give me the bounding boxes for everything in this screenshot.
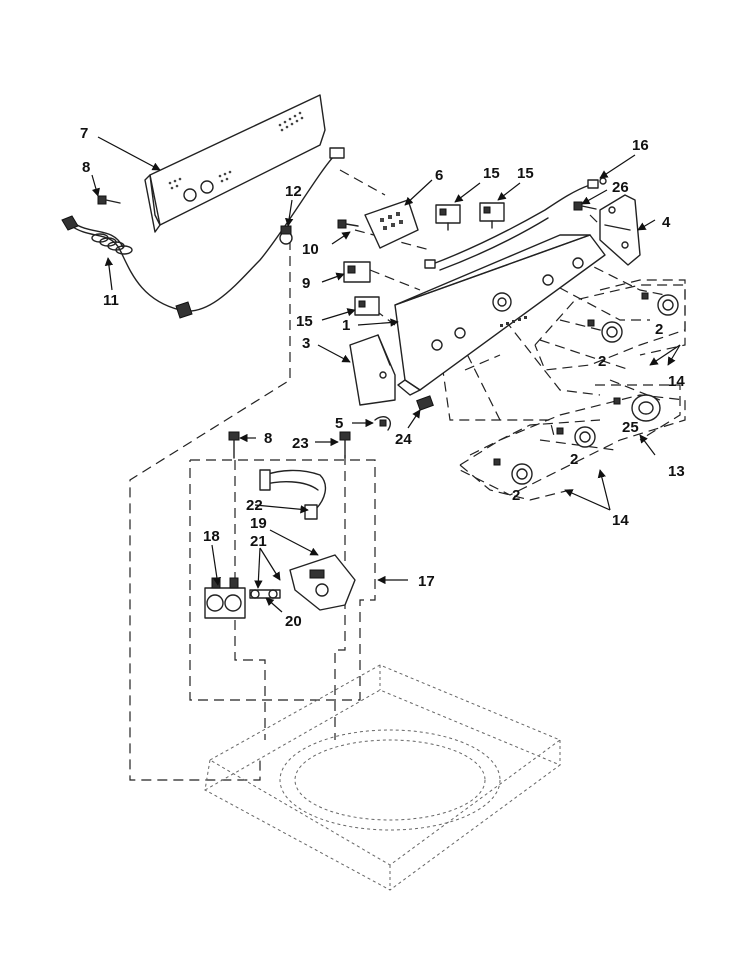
callout-19: 19 — [250, 515, 267, 532]
control-console — [394, 234, 606, 396]
power-cord — [61, 147, 345, 319]
knob-group-lower — [459, 394, 686, 496]
callout-7: 7 — [80, 125, 88, 142]
knob-3 — [613, 394, 661, 422]
screw-valve-left — [228, 431, 240, 459]
callout-2-a: 2 — [655, 321, 663, 338]
callout-11: 11 — [103, 292, 119, 309]
knob-1 — [641, 292, 679, 316]
callout-14-lower: 14 — [612, 512, 629, 529]
callout-12: 12 — [285, 183, 302, 200]
cord-clip — [279, 225, 293, 245]
led-lens-24 — [416, 395, 434, 411]
knob-5 — [493, 458, 533, 485]
callout-14-upper: 14 — [668, 373, 685, 390]
knob-group-upper — [534, 284, 686, 371]
console-end-cap-right — [599, 194, 641, 266]
callout-6: 6 — [435, 167, 443, 184]
switch-top-right — [479, 202, 505, 229]
rear-panel — [144, 94, 326, 233]
callout-9: 9 — [302, 275, 310, 292]
knob-2 — [587, 319, 623, 343]
callout-10: 10 — [302, 241, 319, 258]
washer-top-frame — [203, 664, 562, 891]
water-valve-18 — [204, 577, 246, 619]
screw-rear-panel — [97, 195, 121, 205]
callout-18: 18 — [203, 528, 220, 545]
callout-22: 22 — [246, 497, 263, 514]
callout-13: 13 — [668, 463, 685, 480]
screw-control-board — [337, 219, 359, 229]
callout-15-left: 15 — [483, 165, 500, 182]
callout-8-rear: 8 — [82, 159, 90, 176]
callout-2-d: 2 — [512, 487, 520, 504]
valve-assembly-enclosure — [189, 459, 376, 701]
callout-26: 26 — [612, 179, 629, 196]
callout-16: 16 — [632, 137, 649, 154]
dispenser-19 — [289, 554, 356, 611]
clip-5 — [374, 416, 392, 431]
wire-harness — [424, 177, 607, 271]
callout-5: 5 — [335, 415, 343, 432]
callout-labels: 7 8 11 12 6 15 15 16 26 4 10 9 15 1 3 2 … — [80, 125, 685, 630]
knob-4 — [556, 426, 596, 448]
callout-15-right: 15 — [517, 165, 534, 182]
switch-lower — [354, 296, 380, 316]
switch-top-left — [435, 204, 461, 231]
switch-9 — [343, 261, 371, 283]
callout-17: 17 — [418, 573, 435, 590]
callout-15-lower: 15 — [296, 313, 313, 330]
hose-21 — [249, 589, 281, 599]
callout-2-c: 2 — [570, 451, 578, 468]
screw-valve-right — [339, 431, 351, 459]
callout-4: 4 — [662, 214, 671, 231]
callout-20: 20 — [285, 613, 302, 630]
control-board — [364, 199, 419, 249]
screw-end-cap — [573, 201, 597, 211]
wire-harness-22 — [259, 469, 327, 520]
callout-23: 23 — [292, 435, 309, 452]
console-end-cap-left — [349, 334, 396, 406]
assembly-dashed-lines — [129, 169, 686, 781]
leader-lines — [91, 136, 681, 613]
callout-25: 25 — [622, 419, 639, 436]
callout-2-b: 2 — [598, 353, 606, 370]
callout-21: 21 — [250, 533, 267, 550]
callout-24: 24 — [395, 431, 412, 448]
callout-8-valve: 8 — [264, 430, 272, 447]
callout-3: 3 — [302, 335, 310, 352]
callout-1: 1 — [342, 317, 350, 334]
